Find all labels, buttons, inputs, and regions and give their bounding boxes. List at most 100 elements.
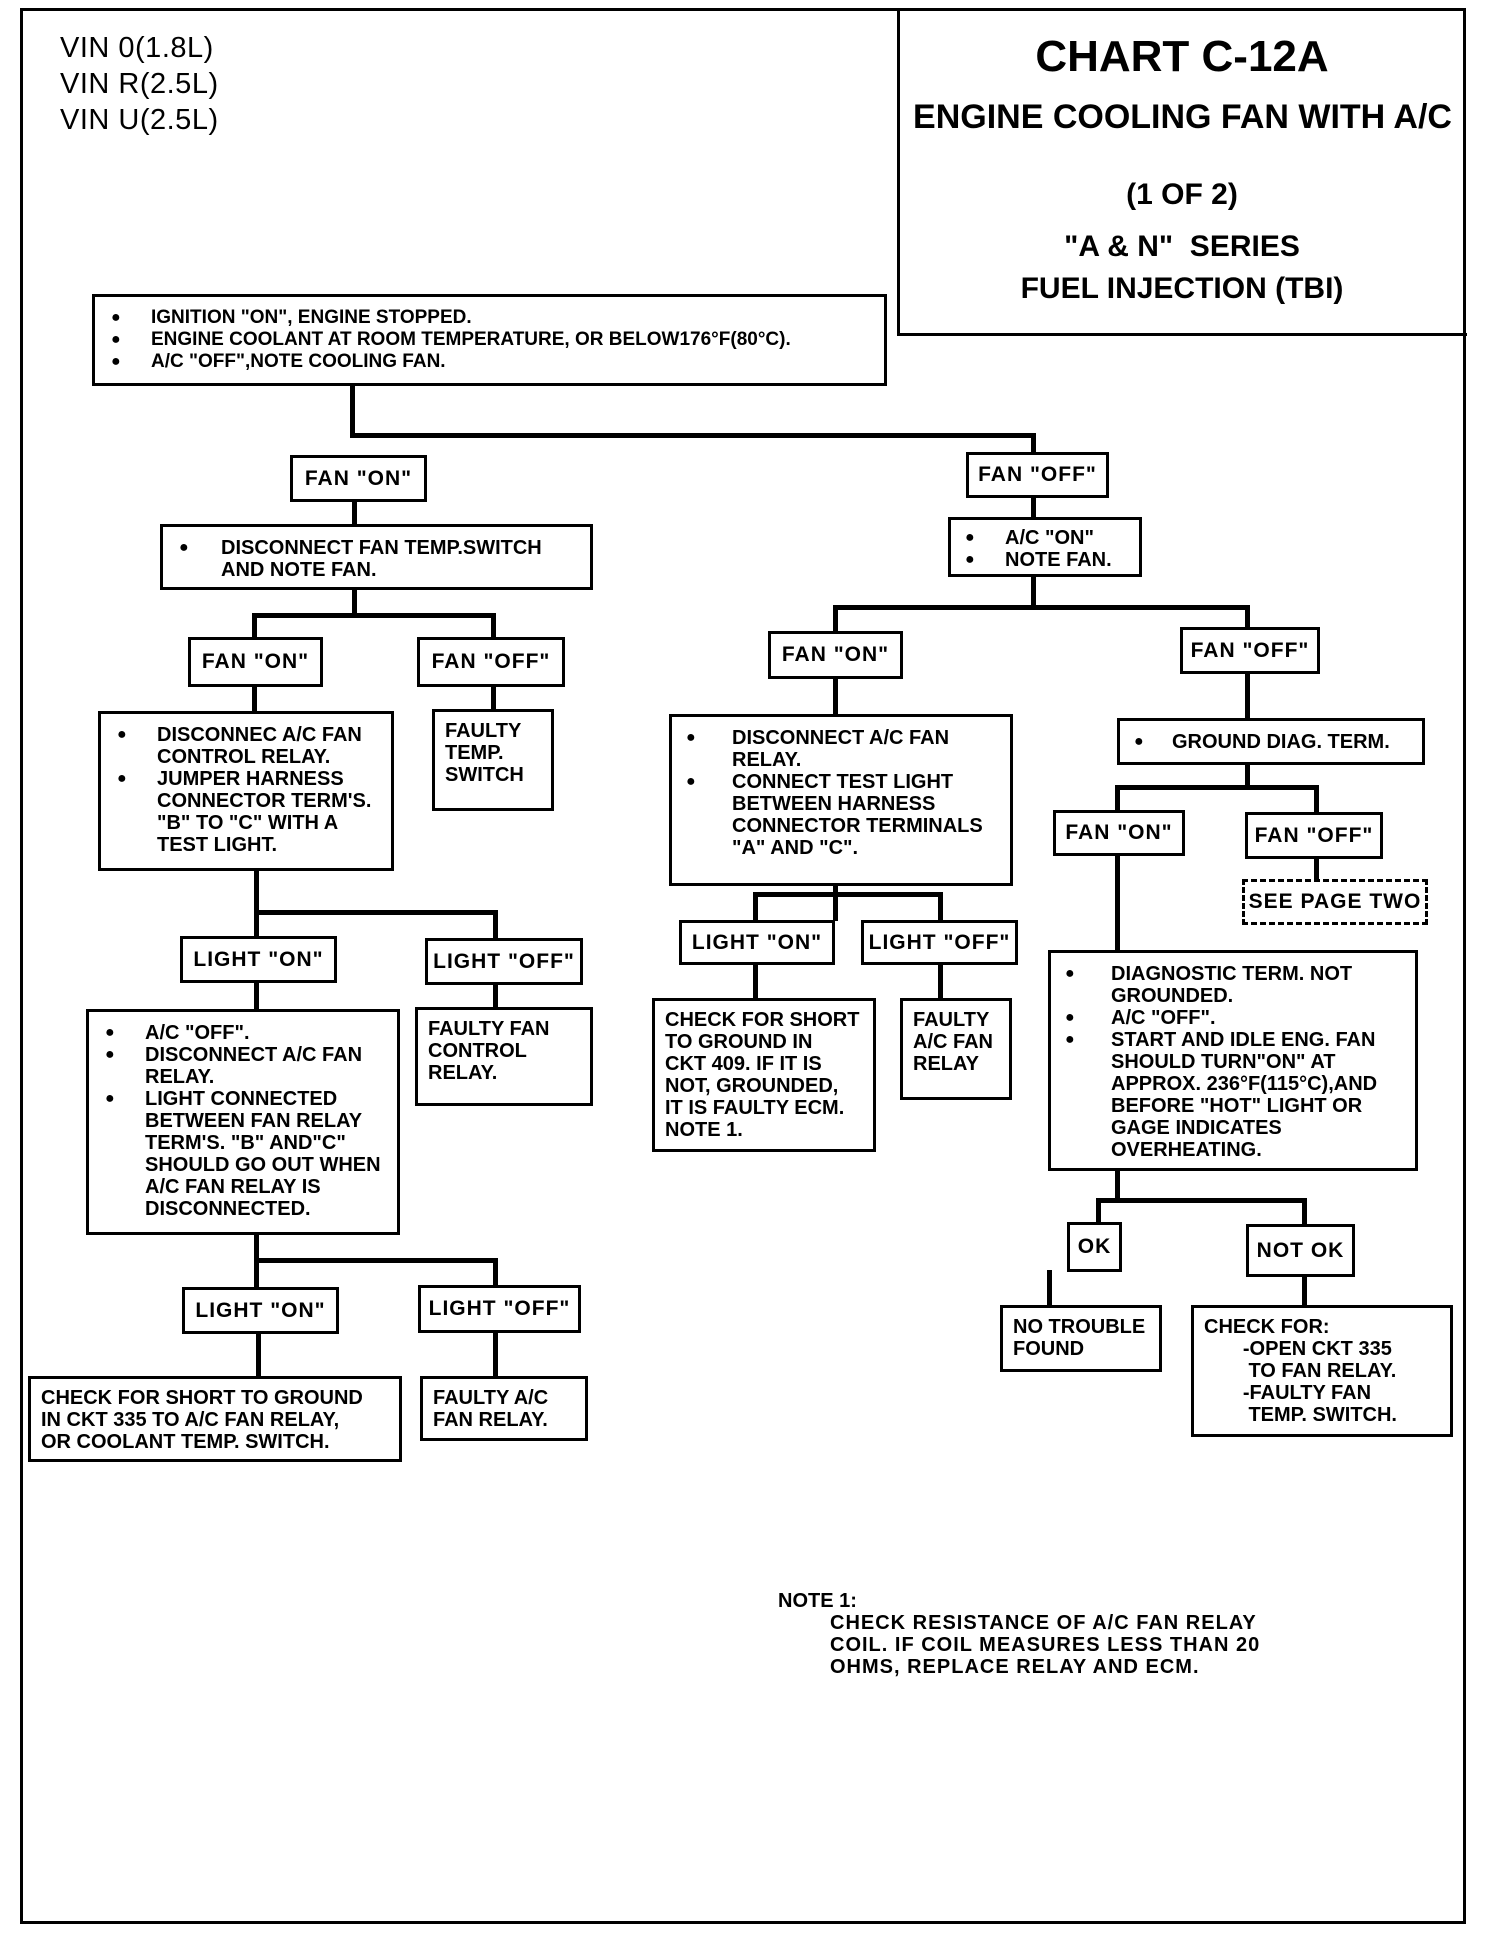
start-item: IGNITION "ON", ENGINE STOPPED.	[103, 307, 884, 329]
connector	[1047, 1270, 1052, 1307]
faulty-ac-fan-relay-right-box: FAULTY A/C FAN RELAY	[900, 998, 1012, 1100]
left-fan-on-label: FAN "ON"	[290, 455, 427, 502]
title-block	[897, 8, 1467, 336]
ground-diag-term-box: GROUND DIAG. TERM.	[1117, 718, 1425, 765]
right-light-off-label: LIGHT "OFF"	[861, 920, 1018, 965]
connector	[1302, 1198, 1307, 1226]
connector	[1115, 853, 1120, 957]
connector	[1115, 785, 1319, 790]
note-body: CHECK RESISTANCE OF A/C FAN RELAY COIL. …	[830, 1612, 1261, 1678]
chart-title: ENGINE COOLING FAN WITH A/C	[913, 98, 1452, 136]
connector	[1245, 605, 1250, 629]
connector	[350, 380, 355, 438]
connector	[350, 433, 1036, 438]
right-step3-item: START AND IDLE ENG. FAN SHOULD TURN"ON" …	[1057, 1029, 1409, 1161]
connector	[491, 613, 496, 637]
connector	[833, 883, 838, 921]
left-light-on-label: LIGHT "ON"	[180, 936, 337, 983]
ground-diag-item: GROUND DIAG. TERM.	[1126, 731, 1416, 753]
connector	[254, 910, 498, 915]
connector	[254, 1258, 498, 1263]
connector	[1245, 762, 1250, 790]
right-step3-item: A/C "OFF".	[1057, 1007, 1409, 1029]
note-heading: NOTE 1:	[778, 1590, 857, 1612]
connector	[1115, 1170, 1120, 1203]
connector	[252, 683, 257, 711]
connector	[256, 1331, 261, 1376]
page-frame	[20, 8, 1466, 1924]
right-fan-off-label: FAN "OFF"	[966, 452, 1109, 498]
start-conditions-box: IGNITION "ON", ENGINE STOPPED. ENGINE CO…	[92, 294, 887, 386]
connector	[491, 683, 496, 709]
connector	[833, 605, 838, 633]
faulty-fan-control-relay-box: FAULTY FAN CONTROL RELAY.	[415, 1007, 593, 1106]
ok-label: OK	[1067, 1222, 1122, 1272]
vin-line-3: VIN U(2.5L)	[60, 104, 219, 136]
left-step1-box: DISCONNECT FAN TEMP.SWITCH AND NOTE FAN.	[160, 524, 593, 590]
left-step2-item: DISCONNEC A/C FAN CONTROL RELAY.	[109, 724, 383, 768]
connector	[352, 497, 357, 524]
left-step2-box: DISCONNEC A/C FAN CONTROL RELAY. JUMPER …	[98, 711, 394, 871]
connector	[1031, 433, 1036, 455]
connector	[938, 962, 943, 1000]
left-step3-box: A/C "OFF". DISCONNECT A/C FAN RELAY. LIG…	[86, 1009, 400, 1235]
left-light-off2-label: LIGHT "OFF"	[418, 1285, 581, 1333]
connector	[1031, 574, 1036, 610]
left-step3-item: A/C "OFF".	[97, 1022, 389, 1044]
check-short-ckt335-box: CHECK FOR SHORT TO GROUND IN CKT 335 TO …	[28, 1376, 402, 1462]
right-step3-box: DIAGNOSTIC TERM. NOT GROUNDED. A/C "OFF"…	[1048, 950, 1418, 1171]
right-step1-box: A/C "ON" NOTE FAN.	[948, 517, 1142, 577]
connector	[493, 910, 498, 938]
left-light-off-label: LIGHT "OFF"	[425, 938, 583, 985]
connector	[1314, 785, 1319, 817]
left-fan-off2-label: FAN "OFF"	[417, 637, 565, 687]
connector	[254, 978, 259, 1009]
subtitle: FUEL INJECTION (TBI)	[1020, 272, 1344, 305]
connector	[753, 892, 943, 897]
connector	[252, 613, 496, 618]
series-label: "A & N" SERIES	[1064, 230, 1300, 263]
right-step1-item: NOTE FAN.	[957, 549, 1133, 571]
right-step3-item: DIAGNOSTIC TERM. NOT GROUNDED.	[1057, 963, 1409, 1007]
connector	[938, 892, 943, 922]
connector	[493, 980, 498, 1007]
left-step3-item: DISCONNECT A/C FAN RELAY.	[97, 1044, 389, 1088]
left-step3-item: LIGHT CONNECTED BETWEEN FAN RELAY TERM'S…	[97, 1088, 389, 1220]
note-1: NOTE 1: CHECK RESISTANCE OF A/C FAN RELA…	[778, 1590, 1260, 1678]
see-page-two-link[interactable]: SEE PAGE TWO	[1242, 879, 1428, 925]
connector	[1096, 1198, 1307, 1203]
right-fan-on3-label: FAN "ON"	[1053, 810, 1185, 856]
connector	[1115, 785, 1120, 813]
vin-line-1: VIN 0(1.8L)	[60, 32, 214, 64]
connector	[833, 675, 838, 715]
right-fan-off2-label: FAN "OFF"	[1180, 627, 1320, 674]
connector	[493, 1331, 498, 1376]
connector	[753, 962, 758, 1000]
chart-id: CHART C-12A	[1035, 32, 1329, 81]
connector	[1096, 1198, 1101, 1224]
right-step2-box: DISCONNECT A/C FAN RELAY. CONNECT TEST L…	[669, 714, 1013, 886]
right-step1-item: A/C "ON"	[957, 527, 1133, 549]
left-step2-item: JUMPER HARNESS CONNECTOR TERM'S. "B" TO …	[109, 768, 383, 856]
connector	[254, 868, 259, 938]
faulty-temp-switch-box: FAULTY TEMP. SWITCH	[432, 709, 554, 811]
faulty-ac-fan-relay-left-box: FAULTY A/C FAN RELAY.	[420, 1376, 588, 1441]
right-step2-item: CONNECT TEST LIGHT BETWEEN HARNESS CONNE…	[678, 771, 1004, 859]
connector	[252, 613, 257, 637]
check-for-box: CHECK FOR: -OPEN CKT 335 TO FAN RELAY. -…	[1191, 1305, 1453, 1437]
check-short-ckt409-box: CHECK FOR SHORT TO GROUND IN CKT 409. IF…	[652, 998, 876, 1152]
no-trouble-found-box: NO TROUBLE FOUND	[1000, 1305, 1162, 1372]
start-item: A/C "OFF",NOTE COOLING FAN.	[103, 351, 884, 373]
connector	[1302, 1274, 1307, 1307]
page-indicator: (1 OF 2)	[1126, 178, 1238, 211]
start-item: ENGINE COOLANT AT ROOM TEMPERATURE, OR B…	[103, 329, 884, 351]
right-light-on-label: LIGHT "ON"	[679, 920, 835, 965]
connector	[1314, 857, 1319, 883]
connector	[833, 605, 1250, 610]
left-fan-on2-label: FAN "ON"	[188, 637, 323, 687]
vin-line-2: VIN R(2.5L)	[60, 68, 219, 100]
not-ok-label: NOT OK	[1246, 1224, 1355, 1277]
right-fan-on-label: FAN "ON"	[768, 631, 903, 679]
connector	[352, 585, 357, 618]
left-light-on2-label: LIGHT "ON"	[182, 1287, 339, 1334]
